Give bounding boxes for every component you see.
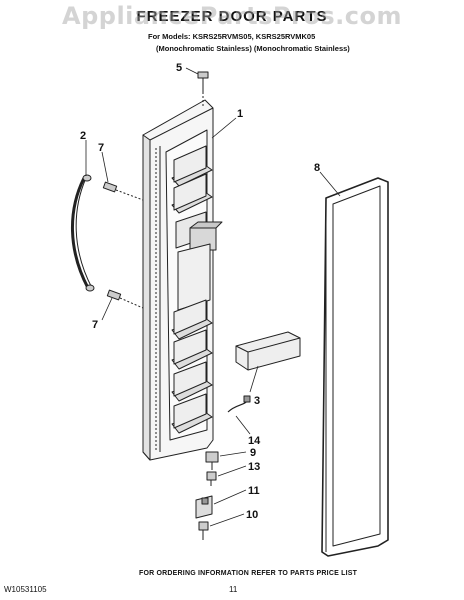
handle-screw-upper xyxy=(102,181,144,201)
door-panel xyxy=(142,99,223,461)
description-line: (Monochromatic Stainless) (Monochromatic… xyxy=(156,44,350,53)
top-hinge-screw xyxy=(197,71,209,106)
callout-3: 3 xyxy=(254,395,260,407)
hinge-pin xyxy=(205,451,219,470)
ordering-note: FOR ORDERING INFORMATION REFER TO PARTS … xyxy=(139,570,358,577)
callout-5: 5 xyxy=(176,62,182,74)
callout-10: 10 xyxy=(246,509,258,521)
callout-8: 8 xyxy=(314,162,320,174)
document-id: W10531105 xyxy=(4,585,47,594)
wire-harness xyxy=(227,395,251,413)
door-gasket xyxy=(321,177,389,557)
bottom-hinge-screw xyxy=(198,521,209,540)
callout-13: 13 xyxy=(248,461,260,473)
dispenser-bin xyxy=(235,331,301,371)
hinge-screw xyxy=(206,471,217,486)
callout-labels: 5 1 2 7 8 7 3 14 9 13 11 10 xyxy=(80,62,320,521)
watermark: AppliancePartsPros.com xyxy=(62,2,402,30)
callout-1: 1 xyxy=(237,108,243,120)
handle-screw-lower xyxy=(106,289,144,309)
door-handle xyxy=(70,174,95,292)
callout-7-lower: 7 xyxy=(92,319,98,331)
page-title: FREEZER DOOR PARTS xyxy=(136,8,328,25)
callout-11: 11 xyxy=(248,485,260,497)
callout-14: 14 xyxy=(248,435,261,447)
callout-2: 2 xyxy=(80,130,86,142)
callout-7-upper: 7 xyxy=(98,142,104,154)
page-number: 11 xyxy=(229,585,238,594)
leader-lines xyxy=(85,67,341,527)
callout-9: 9 xyxy=(250,447,256,459)
models-line: For Models: KSRS25RVMS05, KSRS25RVMK05 xyxy=(148,32,316,41)
bottom-hinge xyxy=(195,495,213,519)
